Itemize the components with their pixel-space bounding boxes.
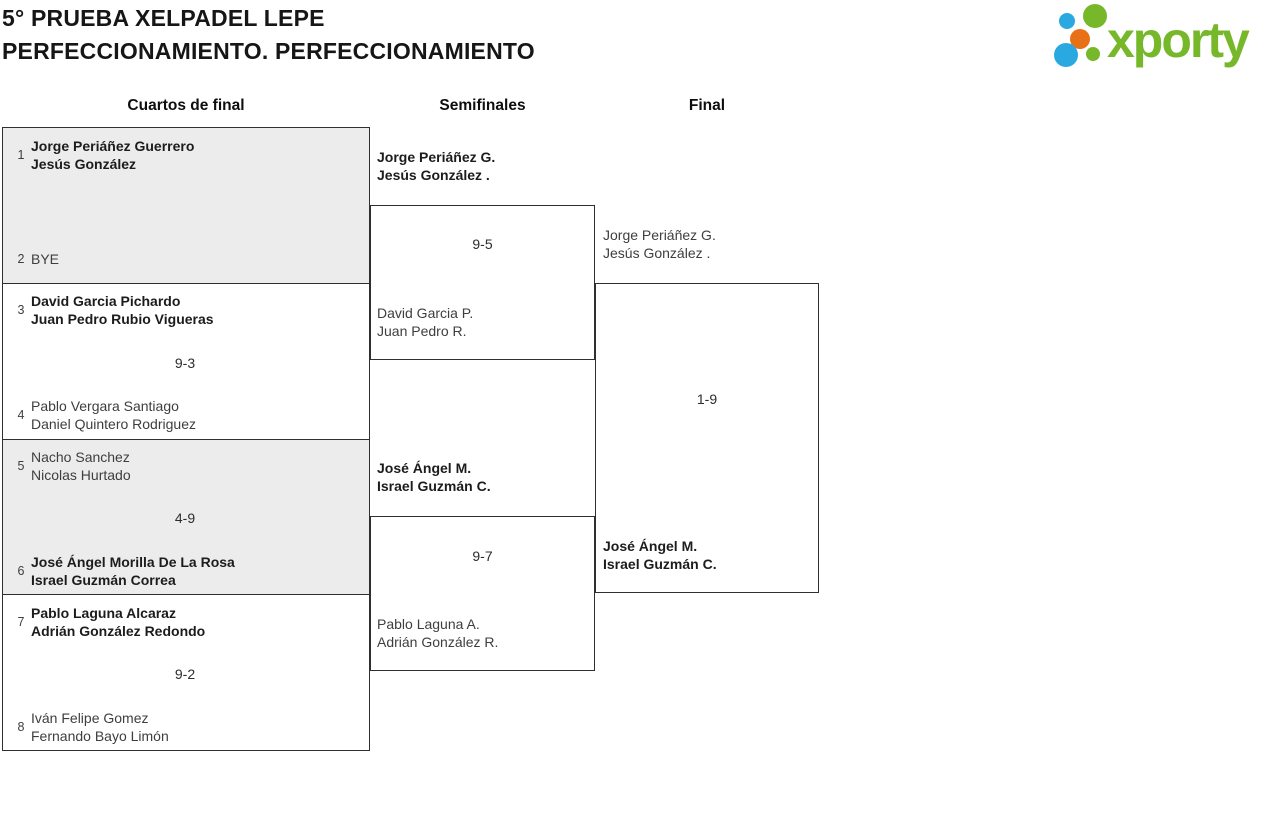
player-name: Jorge Periáñez G.: [377, 149, 496, 165]
player-name: Juan Pedro R.: [377, 323, 467, 339]
seed-number: 7: [17, 614, 25, 629]
player-name: Israel Guzmán C.: [603, 556, 717, 572]
sf1-bottom-team: David Garcia P. Juan Pedro R.: [377, 304, 473, 340]
xporty-logo[interactable]: xporty: [1048, 0, 1274, 74]
player-name: Israel Guzmán C.: [377, 478, 491, 494]
player-name: Jesús González .: [603, 245, 711, 261]
logo-dot-green-small-icon: [1086, 47, 1100, 61]
team-row: 3 David Garcia Pichardo Juan Pedro Rubio…: [11, 292, 359, 329]
team-names: BYE: [31, 250, 59, 268]
player-name: David Garcia Pichardo: [31, 293, 181, 310]
team-row: 7 Pablo Laguna Alcaraz Adrián González R…: [11, 603, 359, 640]
player-name: Jesús González: [31, 155, 137, 172]
team-row: 2 BYE: [11, 241, 359, 278]
player-name: José Ángel M.: [603, 538, 698, 554]
qf-match-2: 3 David Garcia Pichardo Juan Pedro Rubio…: [3, 282, 369, 439]
page-title-line2: PERFECCIONAMIENTO. PERFECCIONAMIENTO: [2, 38, 535, 64]
qf-match-3: 5 Nacho Sanchez Nicolas Hurtado 4-9 6 Jo…: [3, 438, 369, 595]
player-name: Pablo Laguna A.: [377, 616, 480, 632]
final-score: 1-9: [696, 391, 718, 407]
player-name: Nicolas Hurtado: [31, 467, 131, 483]
player-name: Adrián González R.: [377, 634, 499, 650]
player-name: Jorge Periáñez Guerrero: [31, 137, 195, 154]
logo-wordmark: xporty: [1107, 12, 1250, 68]
player-name: Jorge Periáñez G.: [603, 227, 716, 243]
player-name: Jesús González .: [377, 167, 490, 183]
sf2-bottom-team: Pablo Laguna A. Adrián González R.: [377, 615, 498, 651]
logo-dot-blue-medium-icon: [1059, 13, 1075, 29]
sf2-score: 9-7: [472, 548, 493, 564]
sf1-top-team: Jorge Periáñez G. Jesús González .: [377, 148, 495, 184]
match-score: 4-9: [174, 510, 196, 527]
qf-match-4: 7 Pablo Laguna Alcaraz Adrián González R…: [3, 594, 369, 750]
seed-number: 1: [17, 147, 25, 162]
player-name: Juan Pedro Rubio Vigueras: [31, 311, 214, 328]
round-header-semifinals: Semifinales: [439, 97, 526, 114]
player-name: Adrián González Redondo: [31, 622, 206, 639]
quarterfinals-column: 1 Jorge Periáñez Guerrero Jesús González…: [2, 127, 370, 751]
logo-dot-orange-icon: [1070, 29, 1090, 49]
seed-number: 3: [17, 303, 25, 318]
team-names: Iván Felipe Gomez Fernando Bayo Limón: [31, 709, 169, 745]
team-names: David Garcia Pichardo Juan Pedro Rubio V…: [31, 292, 214, 328]
logo-dot-blue-large-icon: [1054, 43, 1078, 67]
player-name: Fernando Bayo Limón: [31, 727, 169, 744]
seed-number: 2: [17, 252, 25, 267]
logo-dot-green-large-icon: [1083, 4, 1107, 28]
sf2-top-team: José Ángel M. Israel Guzmán C.: [377, 459, 491, 495]
team-row: 4 Pablo Vergara Santiago Daniel Quintero…: [11, 397, 359, 434]
sf1-score: 9-5: [472, 236, 493, 252]
round-header-quarterfinals: Cuartos de final: [127, 97, 245, 114]
team-row: 6 José Ángel Morilla De La Rosa Israel G…: [11, 552, 359, 589]
player-name: José Ángel Morilla De La Rosa: [31, 553, 235, 570]
page-title: 5° PRUEBA XELPADEL LEPE PERFECCIONAMIENT…: [2, 2, 535, 68]
player-name: David Garcia P.: [377, 305, 474, 321]
team-names: Jorge Periáñez Guerrero Jesús González: [31, 137, 194, 173]
player-name: Daniel Quintero Rodriguez: [31, 416, 196, 432]
seed-number: 6: [17, 563, 25, 578]
sf-match-2-box: [370, 516, 595, 671]
team-row: 8 Iván Felipe Gomez Fernando Bayo Limón: [11, 708, 359, 745]
seed-number: 4: [17, 408, 25, 422]
player-name: José Ángel M.: [377, 460, 472, 476]
team-row: 5 Nacho Sanchez Nicolas Hurtado: [11, 448, 359, 485]
player-name: BYE: [31, 251, 60, 268]
team-names: Nacho Sanchez Nicolas Hurtado: [31, 448, 131, 484]
team-row: 1 Jorge Periáñez Guerrero Jesús González: [11, 136, 359, 173]
player-name: Iván Felipe Gomez: [31, 709, 149, 726]
team-names: Pablo Laguna Alcaraz Adrián González Red…: [31, 604, 205, 640]
player-name: Israel Guzmán Correa: [31, 571, 176, 588]
match-score: [11, 173, 359, 241]
team-names: José Ángel Morilla De La Rosa Israel Guz…: [31, 553, 235, 589]
match-score: 9-2: [174, 666, 196, 683]
qf-match-1: 1 Jorge Periáñez Guerrero Jesús González…: [3, 128, 369, 283]
sf-match-1-box: [370, 205, 595, 360]
page-title-line1: 5° PRUEBA XELPADEL LEPE: [2, 5, 325, 31]
seed-number: 5: [17, 459, 25, 473]
final-top-team: Jorge Periáñez G. Jesús González .: [603, 226, 716, 262]
round-header-final: Final: [688, 97, 726, 114]
player-name: Pablo Vergara Santiago: [31, 398, 179, 414]
final-bottom-team: José Ángel M. Israel Guzmán C.: [603, 537, 717, 573]
player-name: Pablo Laguna Alcaraz: [31, 604, 176, 621]
seed-number: 8: [17, 719, 25, 734]
final-match-box: [595, 283, 819, 593]
match-score: 9-3: [174, 354, 196, 371]
team-names: Pablo Vergara Santiago Daniel Quintero R…: [31, 397, 196, 433]
player-name: Nacho Sanchez: [31, 449, 130, 465]
